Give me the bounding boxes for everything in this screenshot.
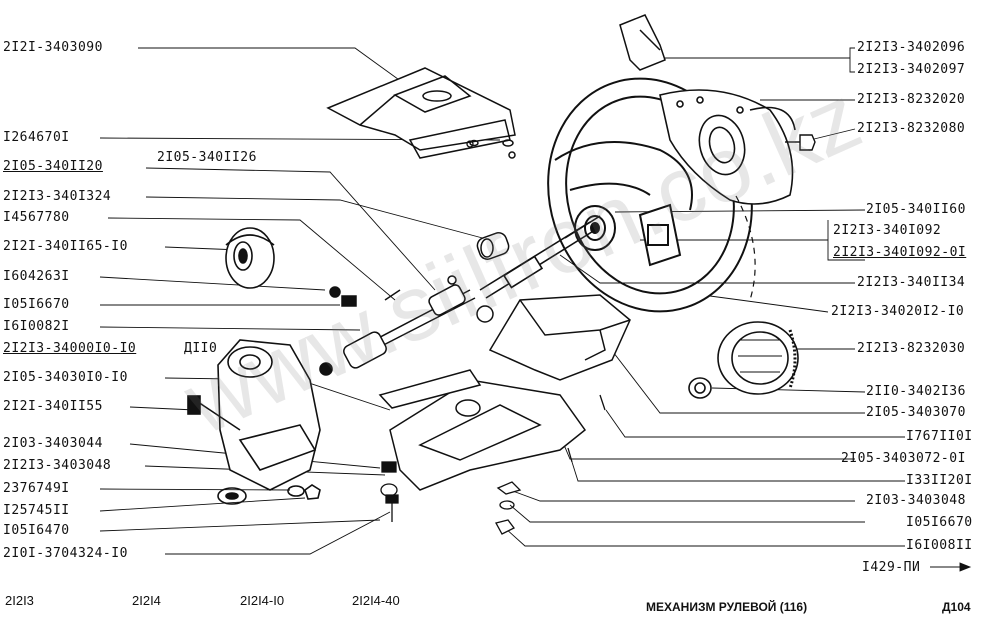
callout-right-5: 2I05-340II60 (866, 202, 966, 217)
callout-right-8: 2I2I3-340II34 (857, 275, 966, 290)
callout-left-10: 2I2I3-34000I0-I0 (3, 341, 137, 356)
footer-model-3: 2I2I4-I0 (240, 593, 285, 608)
callout-left-7: I604263I (3, 269, 70, 284)
callout-right-15: I33II20I (906, 473, 973, 488)
callout-left-5: I4567780 (3, 210, 70, 225)
upper-bracket (326, 67, 516, 159)
callout-left-8: I05I6670 (3, 297, 70, 312)
callout-left-2: I264670I (3, 130, 70, 145)
callout-left-12: 2I2I-340II55 (3, 399, 103, 414)
callout-right-2: 2I2I3-3402097 (857, 62, 966, 77)
switch-bracket (619, 14, 666, 71)
callout-left-13: 2I03-3403044 (3, 436, 103, 451)
callout-right-12: 2I05-3403070 (866, 405, 966, 420)
callout-right-9: 2I2I3-34020I2-I0 (831, 304, 965, 319)
page-title: МЕХАНИЗМ РУЛЕВОЙ (116) (646, 600, 808, 614)
callout-right-16: 2I03-3403048 (866, 493, 966, 508)
callout-right-13: I767II0I (906, 429, 973, 444)
callout-right-18: I6I008II (906, 538, 973, 553)
callout-left-18: 2I0I-3704324-I0 (3, 546, 128, 561)
callout-right-11: 2II0-3402I36 (866, 384, 966, 399)
callout-right-14: 2I05-3403072-0I (841, 451, 966, 466)
callout-left-11: 2I05-34030I0-I0 (3, 370, 128, 385)
callout-right-17: I05I6670 (906, 515, 973, 530)
cover-screw (785, 134, 816, 151)
column-housing (488, 294, 631, 381)
callout-left-15: 2376749I (3, 481, 70, 496)
callout-mid: 2I05-340II26 (157, 150, 257, 165)
callout-right-1: 2I2I3-3402096 (857, 40, 966, 55)
callout-right-3: 2I2I3-8232020 (857, 92, 966, 107)
callout-left-3: 2I05-340II20 (3, 159, 103, 174)
callout-left-6: 2I2I-340II65-I0 (3, 239, 128, 254)
horn-cover (659, 89, 796, 205)
callout-left-14: 2I2I3-3403048 (3, 458, 112, 473)
callout-left-16: I25745II (3, 503, 70, 518)
callout-right-10: 2I2I3-8232030 (857, 341, 966, 356)
callout-right-4: 2I2I3-8232080 (857, 121, 966, 136)
steering-gear (187, 339, 333, 505)
shaft-bearing (476, 232, 510, 260)
footer-model-1: 2I2I3 (5, 593, 34, 608)
page-code: Д104 (942, 600, 971, 614)
steering-shaft (479, 215, 601, 299)
small-fasteners (380, 140, 606, 535)
callout-right-7: 2I2I3-340I092-0I (833, 245, 967, 260)
callout-left-17: I05I6470 (3, 523, 70, 538)
footer-model-2: 2I2I4 (132, 593, 161, 608)
callout-d110: ДII0 (184, 341, 218, 356)
callout-left-1: 2I2I-3403090 (3, 40, 103, 55)
callout-right-6: 2I2I3-340I092 (833, 223, 942, 238)
callout-left-9: I6I0082I (3, 319, 70, 334)
horn-button (717, 321, 799, 395)
dashed-arc (735, 195, 756, 301)
wheel-nut (688, 377, 712, 399)
rubber-bushing (225, 227, 275, 289)
intermediate-shaft (329, 275, 494, 369)
reference-note: I429-ПИ (862, 560, 921, 575)
callout-left-4: 2I2I3-340I324 (3, 189, 112, 204)
lower-bracket (378, 369, 587, 491)
footer-model-4: 2I2I4-40 (352, 593, 400, 608)
